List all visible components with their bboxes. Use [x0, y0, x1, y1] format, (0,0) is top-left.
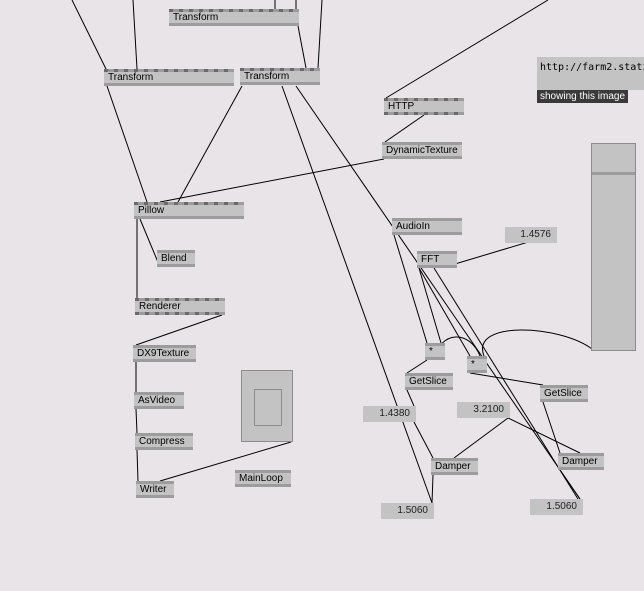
link[interactable] — [431, 474, 434, 504]
asvideo-node[interactable]: AsVideo — [134, 392, 184, 409]
renderer-preview-box[interactable] — [591, 143, 636, 351]
link[interactable] — [433, 267, 579, 500]
fft-node[interactable]: FFT — [417, 251, 457, 268]
link[interactable] — [139, 218, 161, 268]
value-iobox[interactable]: 1.5060 — [530, 499, 583, 515]
value-iobox[interactable]: 3.2100 — [457, 402, 510, 418]
link[interactable] — [177, 85, 243, 203]
audioin-node[interactable]: AudioIn — [392, 218, 462, 235]
link[interactable] — [559, 469, 581, 500]
damper-node[interactable]: Damper — [431, 458, 478, 475]
dynamic-texture-node[interactable]: DynamicTexture — [382, 142, 462, 159]
link[interactable] — [469, 372, 544, 386]
link[interactable] — [281, 85, 433, 504]
link[interactable] — [393, 234, 428, 344]
preview-box[interactable] — [241, 370, 293, 442]
compress-node[interactable]: Compress — [135, 433, 193, 450]
link[interactable] — [106, 85, 148, 203]
link[interactable] — [159, 441, 292, 482]
damper-node[interactable]: Damper — [558, 453, 604, 470]
value-iobox[interactable]: 1.5060 — [381, 503, 434, 519]
divider — [592, 172, 635, 175]
getslice-node[interactable]: GetSlice — [540, 385, 588, 402]
link[interactable] — [159, 158, 385, 203]
dx9texture-node[interactable]: DX9Texture — [133, 345, 196, 362]
link[interactable] — [406, 389, 415, 407]
preview-inner-rect — [254, 389, 282, 426]
link[interactable] — [384, 114, 425, 143]
url-string-iobox[interactable]: http://farm2.static.flickr.com — [537, 57, 644, 90]
pillow-node[interactable]: Pillow — [134, 202, 244, 219]
blend-node[interactable]: Blend — [157, 250, 195, 267]
link[interactable] — [135, 314, 223, 346]
link[interactable] — [418, 267, 442, 344]
link[interactable] — [297, 25, 307, 69]
renderer-node[interactable]: Renderer — [135, 298, 225, 315]
url-comment-label: showing this image — [537, 90, 629, 103]
link[interactable] — [507, 417, 581, 454]
link[interactable] — [136, 449, 139, 482]
link[interactable] — [317, 0, 323, 69]
transform-node[interactable]: Transform — [104, 69, 234, 86]
http-node[interactable]: HTTP — [384, 98, 464, 115]
getslice-node[interactable]: GetSlice — [405, 373, 453, 390]
multiply-node[interactable]: * — [425, 343, 445, 360]
writer-node[interactable]: Writer — [136, 481, 174, 498]
link[interactable] — [413, 421, 434, 459]
link[interactable] — [406, 359, 428, 374]
value-iobox[interactable]: 1.4380 — [363, 406, 416, 422]
value-iobox[interactable]: 1.4576 — [505, 227, 557, 243]
multiply-node[interactable]: * — [467, 356, 487, 373]
link[interactable] — [542, 401, 561, 454]
link[interactable] — [71, 0, 107, 70]
transform-node[interactable]: Transform — [240, 68, 320, 85]
mainloop-node[interactable]: MainLoop — [235, 470, 291, 487]
link[interactable] — [482, 329, 593, 357]
link[interactable] — [453, 417, 509, 459]
link[interactable] — [385, 0, 549, 99]
link[interactable] — [418, 267, 471, 357]
link[interactable] — [132, 0, 138, 70]
transform-node[interactable]: Transform — [169, 9, 299, 26]
link[interactable] — [135, 408, 138, 434]
